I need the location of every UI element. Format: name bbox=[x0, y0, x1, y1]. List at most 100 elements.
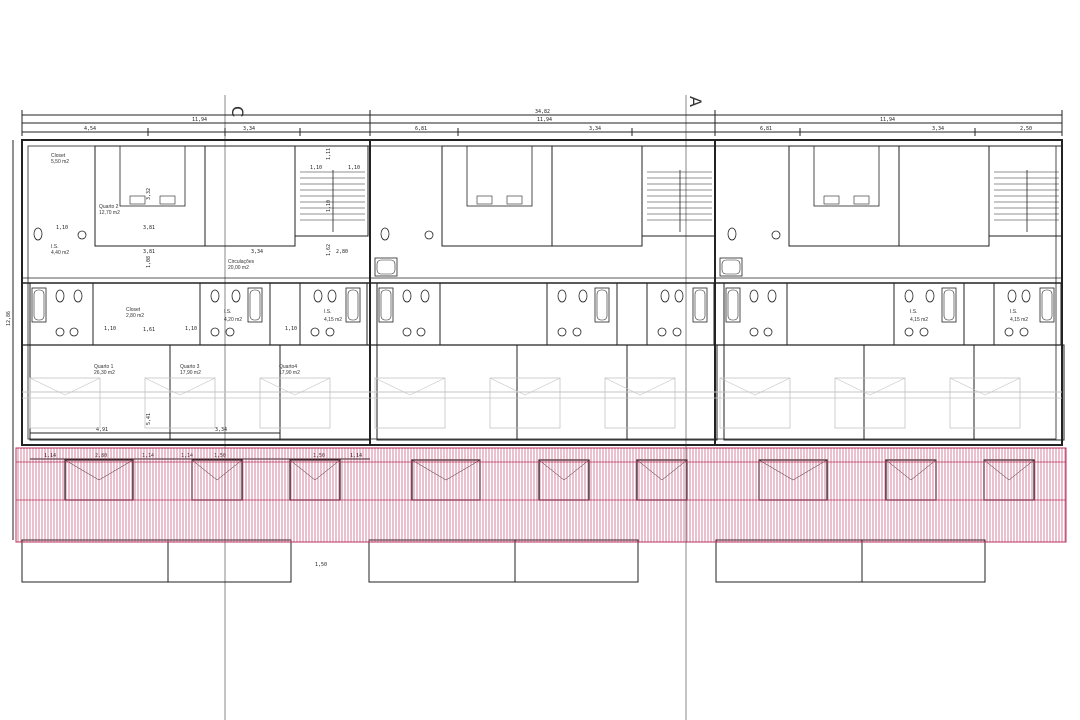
ghost-bed bbox=[489, 377, 561, 429]
ghost-bed bbox=[144, 377, 216, 429]
ghost-bed bbox=[834, 377, 906, 429]
sink-basin bbox=[557, 327, 567, 337]
bathtub-inner bbox=[347, 289, 359, 321]
pillow bbox=[823, 195, 840, 205]
dim-bottom: 2,80 bbox=[95, 453, 107, 459]
sink-basin bbox=[904, 327, 914, 337]
dim-inner: 1,10 bbox=[104, 326, 116, 332]
bathtub bbox=[31, 287, 47, 323]
dim-unit-width-2: 11,94 bbox=[537, 117, 552, 123]
dim-overall-depth: 12,86 bbox=[6, 311, 12, 326]
dim-inner: 3,34 bbox=[251, 249, 263, 255]
dim-top: 6,81 bbox=[760, 126, 772, 132]
inner-wall-line bbox=[27, 145, 1057, 440]
axis-label-c: C bbox=[228, 106, 247, 117]
toilet bbox=[402, 289, 412, 303]
door-swing bbox=[445, 459, 481, 481]
bathtub bbox=[719, 257, 743, 277]
room-name: I.S. bbox=[1010, 309, 1018, 315]
ghost-bed bbox=[259, 377, 331, 429]
ghost-bed bbox=[719, 377, 791, 429]
bathtub bbox=[247, 287, 263, 323]
dim-top: 3,34 bbox=[932, 126, 944, 132]
dim-inner: 3,81 bbox=[143, 225, 155, 231]
ghost-line bbox=[374, 377, 411, 396]
ghost-line bbox=[639, 377, 676, 396]
room-area: 5,50 m2 bbox=[51, 159, 69, 165]
dim-inner: 1,10 bbox=[56, 225, 68, 231]
bed bbox=[119, 145, 186, 207]
dim-bottom: 1,14 bbox=[350, 453, 362, 459]
dimension-lines bbox=[12, 110, 1063, 540]
dim-inner: 2,80 bbox=[336, 249, 348, 255]
bathtub-inner bbox=[943, 289, 955, 321]
sink-basin bbox=[919, 327, 929, 337]
grid-axis-lines bbox=[224, 95, 687, 720]
sink-basin bbox=[1004, 327, 1014, 337]
dim-top: 3,34 bbox=[589, 126, 601, 132]
room-area: 4,40 m2 bbox=[51, 250, 69, 256]
sink-basin bbox=[225, 327, 235, 337]
dim-inner: 1,10 bbox=[326, 200, 332, 212]
room-bedroom-top bbox=[788, 145, 900, 247]
room-area: 26,30 m2 bbox=[94, 370, 115, 376]
door-swing bbox=[98, 459, 134, 481]
ghost-line bbox=[984, 377, 1021, 396]
ghost-line bbox=[259, 377, 296, 396]
room-top-right bbox=[551, 145, 643, 247]
toilet bbox=[674, 289, 684, 303]
dim-bottom: 5,41 bbox=[146, 413, 152, 425]
bathroom bbox=[993, 282, 1062, 346]
bathtub-inner bbox=[596, 289, 608, 321]
sink-basin bbox=[1019, 327, 1029, 337]
bathtub bbox=[374, 257, 398, 277]
toilet bbox=[231, 289, 241, 303]
room-name: I.S. bbox=[324, 309, 332, 315]
bathtub-inner bbox=[694, 289, 706, 321]
bed bbox=[813, 145, 880, 207]
outer-wall bbox=[21, 139, 1063, 446]
dim-bottom: 4,91 bbox=[96, 427, 108, 433]
room-name: Quarto 2 bbox=[99, 204, 119, 210]
room-area: 4,20 m2 bbox=[224, 317, 242, 323]
dim-inner: 1,08 bbox=[146, 256, 152, 268]
ghost-line bbox=[64, 377, 101, 396]
sink-basin bbox=[55, 327, 65, 337]
stair-box bbox=[641, 145, 716, 237]
toilet bbox=[749, 289, 759, 303]
lower-box bbox=[167, 539, 292, 583]
ghost-line bbox=[604, 377, 641, 396]
bathtub-inner bbox=[33, 289, 45, 321]
lower-box bbox=[514, 539, 639, 583]
toilet bbox=[380, 227, 390, 241]
room-area: 4,15 m2 bbox=[910, 317, 928, 323]
lower-box bbox=[715, 539, 863, 583]
toilet bbox=[1007, 289, 1017, 303]
sink-basin bbox=[402, 327, 412, 337]
bathtub-inner bbox=[249, 289, 261, 321]
sink-basin bbox=[657, 327, 667, 337]
room-name: Quarto4 bbox=[279, 364, 297, 370]
sink-basin bbox=[310, 327, 320, 337]
toilet bbox=[73, 289, 83, 303]
door-swing bbox=[636, 459, 663, 481]
ghost-line bbox=[524, 377, 561, 396]
sink-basin bbox=[672, 327, 682, 337]
room-name: I.S. bbox=[224, 309, 232, 315]
sink-basin bbox=[763, 327, 773, 337]
ghost-line bbox=[719, 377, 756, 396]
ghost-line bbox=[949, 377, 986, 396]
toilet bbox=[925, 289, 935, 303]
bathroom bbox=[299, 282, 368, 346]
pillow bbox=[506, 195, 523, 205]
sink-basin bbox=[416, 327, 426, 337]
pillow bbox=[476, 195, 493, 205]
room-area: 4,15 m2 bbox=[324, 317, 342, 323]
ghost-line bbox=[754, 377, 791, 396]
ghost-line bbox=[144, 377, 181, 396]
toilet bbox=[557, 289, 567, 303]
room-area: 2,80 m2 bbox=[126, 313, 144, 319]
toilet bbox=[420, 289, 430, 303]
sink-basin bbox=[572, 327, 582, 337]
